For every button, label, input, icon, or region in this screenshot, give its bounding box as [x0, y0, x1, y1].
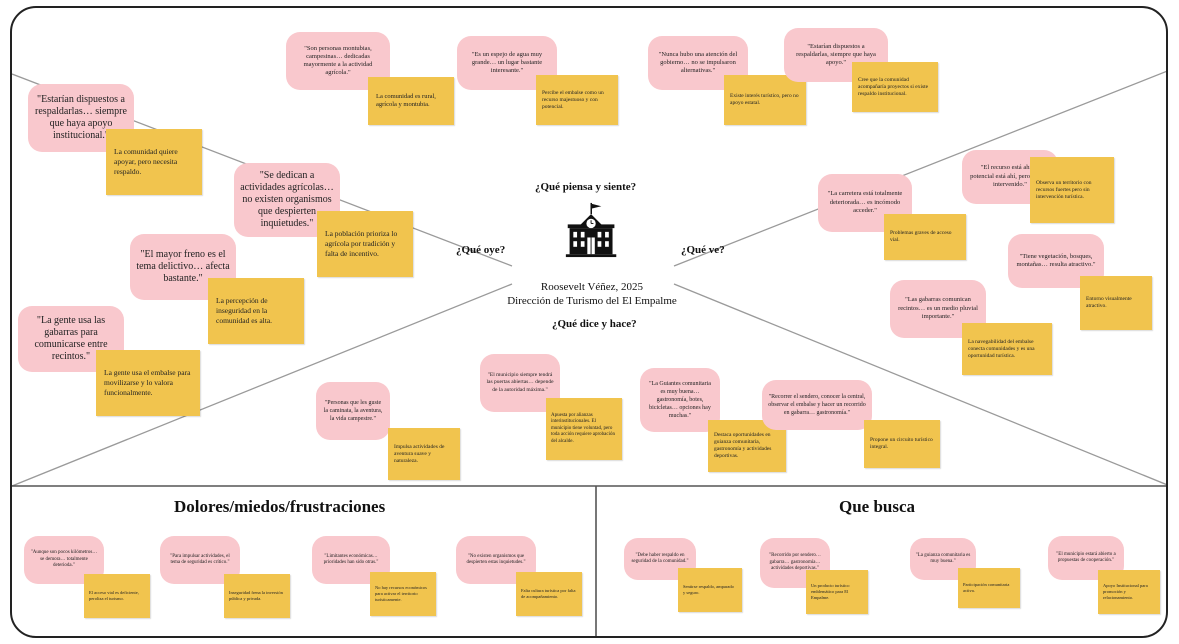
- note-sticky[interactable]: Impulsa actividades de aventura suave y …: [388, 428, 460, 480]
- note-sticky[interactable]: Participación comunitaria activa.: [958, 568, 1020, 608]
- quote-sticky[interactable]: "Nunca hubo una atención del gobierno… n…: [648, 36, 748, 90]
- section-gains-title: Que busca: [839, 497, 916, 516]
- note-sticky[interactable]: La comunidad es rural, agrícola y montub…: [368, 77, 454, 125]
- note-sticky[interactable]: Apuesta por alianzas interinstitucionale…: [546, 398, 622, 460]
- school-building-icon: [565, 202, 617, 258]
- note-sticky[interactable]: Apoyo Institucional para promoción y rel…: [1098, 570, 1160, 614]
- quote-sticky[interactable]: "Se dedican a actividades agrícolas… no …: [234, 163, 340, 237]
- quote-sticky[interactable]: "Recorrer el sendero, conocer la central…: [762, 380, 872, 430]
- quote-sticky[interactable]: "Limitantes económicas… prioridades han …: [312, 536, 390, 584]
- divider-top-right: [673, 70, 1166, 267]
- note-sticky[interactable]: El acceso vial es deficiente, peroliza e…: [84, 574, 150, 618]
- divider-bottom-left: [12, 283, 513, 487]
- note-sticky[interactable]: Observa un territorio con recursos fuert…: [1030, 157, 1114, 223]
- quote-sticky[interactable]: "La carretera está totalmente deteriorad…: [818, 174, 912, 232]
- quote-sticky[interactable]: "Las gabarras comunican recintos… es un …: [890, 280, 986, 338]
- note-sticky[interactable]: Entorno visualmente atractivo.: [1080, 276, 1152, 330]
- persona-author: Roosevelt Véñez, 2025: [540, 281, 644, 293]
- note-sticky[interactable]: Percibe el embalse como un recurso majes…: [536, 75, 618, 125]
- section-see-title: ¿Qué ve?: [681, 244, 725, 256]
- note-sticky[interactable]: La navegabilidad del embalse conecta com…: [962, 323, 1052, 375]
- persona-institution: Dirección de Turismo del El Empalme: [507, 295, 677, 307]
- empathy-map-board: ¿Qué piensa y siente? ¿Qué oye? ¿Qué ve?…: [10, 6, 1168, 638]
- note-sticky[interactable]: Propone un circuito turístico integral.: [864, 420, 940, 468]
- note-sticky[interactable]: Inseguridad frena la inversión pública y…: [224, 574, 290, 618]
- note-sticky[interactable]: Existe interés turístico, pero no apoyo …: [724, 75, 806, 125]
- note-sticky[interactable]: Falta cultura turística por falta de aco…: [516, 572, 582, 616]
- note-sticky[interactable]: Un producto turístico emblemático para E…: [806, 570, 868, 614]
- note-sticky[interactable]: La gente usa el embalse para movilizarse…: [96, 350, 200, 416]
- note-sticky[interactable]: La comunidad quiere apoyar, pero necesit…: [106, 129, 202, 195]
- persona-caption: Roosevelt Véñez, 2025 Dirección de Turis…: [502, 280, 682, 308]
- section-hear-title: ¿Qué oye?: [456, 244, 506, 256]
- note-sticky[interactable]: Cree que la comunidad acompañaría proyec…: [852, 62, 938, 112]
- divider-bottom-right: [673, 283, 1166, 486]
- note-sticky[interactable]: Sentirse respaldo, amparado y seguro.: [678, 568, 742, 612]
- quote-sticky[interactable]: "Estarían dispuestos a respaldarlas, sie…: [784, 28, 888, 82]
- section-pains-title: Dolores/miedos/frustraciones: [174, 497, 386, 516]
- note-sticky[interactable]: La población prioriza lo agrícola por tr…: [317, 211, 413, 277]
- section-say-do-title: ¿Qué dice y hace?: [552, 318, 637, 330]
- quote-sticky[interactable]: "Estarían dispuestos a respaldarlas… sie…: [28, 84, 134, 152]
- note-sticky[interactable]: La percepción de inseguridad en la comun…: [208, 278, 304, 344]
- section-divider-lines: [12, 70, 1166, 636]
- section-think-feel-title: ¿Qué piensa y siente?: [535, 181, 637, 193]
- note-sticky[interactable]: Problemas graves de acceso vial.: [884, 214, 966, 260]
- quote-sticky[interactable]: "La Guiantes comunitaria es muy buena… g…: [640, 368, 720, 432]
- note-sticky[interactable]: No hay recursos económicos para activar …: [370, 572, 436, 616]
- quote-sticky[interactable]: "Personas que les guste la caminata, la …: [316, 382, 390, 440]
